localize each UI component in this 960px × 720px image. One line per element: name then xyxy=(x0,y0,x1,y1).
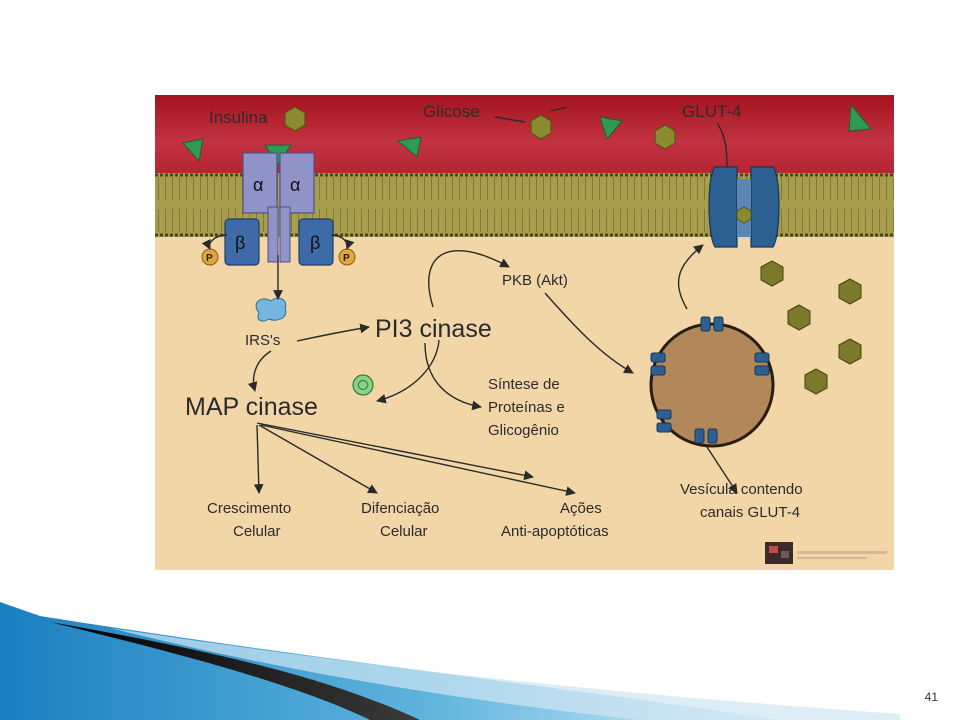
glucose-molecules-intracellular xyxy=(760,260,862,395)
svg-text:Glicogênio: Glicogênio xyxy=(488,422,559,439)
svg-text:canais GLUT-4: canais GLUT-4 xyxy=(700,504,800,521)
alpha-subunit-left xyxy=(242,152,278,214)
label-glut4: GLUT-4 xyxy=(682,102,742,121)
glut4-transporter xyxy=(708,166,780,248)
beta-label-right: β xyxy=(310,233,320,253)
page-number: 41 xyxy=(924,690,938,704)
label-glicose: Glicose xyxy=(423,102,480,121)
svg-text:Proteínas e: Proteínas e xyxy=(488,399,565,416)
svg-text:Celular: Celular xyxy=(233,523,281,540)
glucose-molecule xyxy=(838,278,862,305)
glut4-vesicle xyxy=(649,316,775,448)
svg-text:Síntese de: Síntese de xyxy=(488,376,560,393)
light-swoosh xyxy=(110,628,900,720)
label-diferenciacao: Difenciação Celular xyxy=(361,500,439,540)
label-acoes: Ações Anti-apoptóticas xyxy=(501,500,609,540)
beta-subunit-left xyxy=(224,218,260,266)
svg-text:Crescimento: Crescimento xyxy=(207,500,291,517)
slide-decoration xyxy=(0,602,900,720)
phosphate-label-left: P xyxy=(206,253,213,264)
label-sintese: Síntese de Proteínas e Glicogênio xyxy=(488,376,565,439)
vesicle-channel xyxy=(650,352,666,363)
vesicle-channel xyxy=(656,409,672,420)
vesicle-channel xyxy=(656,422,672,433)
vesicle-channel xyxy=(700,316,711,332)
vesicle-channel xyxy=(650,365,666,376)
alpha-subunit-right xyxy=(279,152,315,214)
vesicle-channel xyxy=(754,365,770,376)
beta-subunit-right xyxy=(298,218,334,266)
label-crescimento: Crescimento Celular xyxy=(207,500,291,540)
glucose-molecule xyxy=(838,338,862,365)
vesicle-channel xyxy=(713,316,724,332)
svg-text:Anti-apoptóticas: Anti-apoptóticas xyxy=(501,523,609,540)
label-map-cinase: MAP cinase xyxy=(185,393,318,421)
insulin-molecule xyxy=(396,136,422,158)
phosphate-label-right: P xyxy=(343,253,350,264)
svg-text:Ações: Ações xyxy=(560,500,602,517)
glucose-molecule xyxy=(530,114,552,140)
alpha-label-left: α xyxy=(253,175,263,195)
insulin-molecules xyxy=(182,103,872,166)
vesicle-channel xyxy=(707,428,718,444)
insulin-molecule xyxy=(848,103,872,132)
ras-signal-icon xyxy=(352,374,374,396)
label-vesicula: Vesícula contendo canais GLUT-4 xyxy=(680,481,803,521)
insulin-molecule xyxy=(599,116,623,141)
glucose-molecule xyxy=(804,368,828,395)
insulin-receptor: α α β β P P xyxy=(201,152,356,266)
glucose-molecule xyxy=(787,304,811,331)
blue-swoosh xyxy=(0,602,780,720)
source-logo xyxy=(765,542,887,564)
glucose-molecule xyxy=(654,124,676,150)
svg-text:Vesícula contendo: Vesícula contendo xyxy=(680,481,803,498)
label-pi3-cinase: PI3 cinase xyxy=(375,315,492,343)
insulin-signaling-diagram: α α β β P P xyxy=(155,95,894,570)
irs-protein xyxy=(255,297,287,322)
glucose-molecule xyxy=(760,260,784,287)
label-irs: IRS's xyxy=(245,332,280,349)
vesicle-channel xyxy=(754,352,770,363)
beta-label-left: β xyxy=(235,233,245,253)
glucose-molecules-extracellular xyxy=(284,106,676,150)
label-insulina: Insulina xyxy=(209,108,268,127)
black-swoosh xyxy=(50,622,420,720)
glucose-in-transporter xyxy=(736,206,752,224)
glucose-molecule xyxy=(284,106,306,132)
vesicle-channel xyxy=(694,428,705,444)
pathway-arrows xyxy=(247,106,738,496)
svg-text:Celular: Celular xyxy=(380,523,428,540)
label-pkb-akt: PKB (Akt) xyxy=(502,272,568,289)
alpha-label-right: α xyxy=(290,175,300,195)
insulin-molecule xyxy=(182,138,204,163)
svg-text:Difenciação: Difenciação xyxy=(361,500,439,517)
